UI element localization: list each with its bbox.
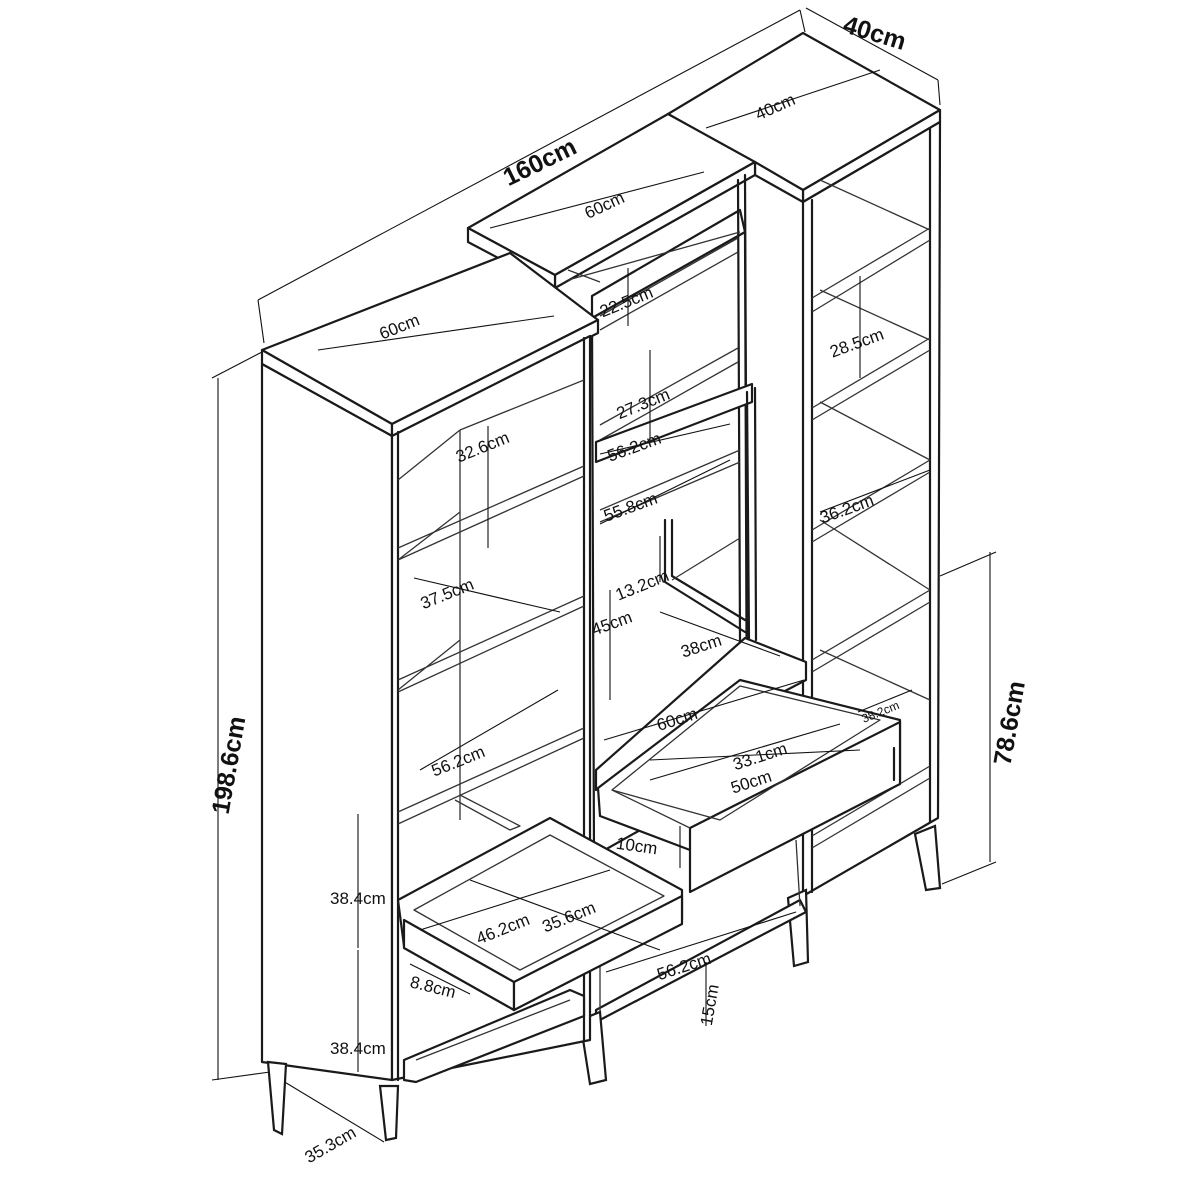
left-drawer-upper-label: 38.4cm bbox=[330, 889, 386, 908]
left-shelf-unit bbox=[260, 251, 684, 1142]
total-depth-label: 40cm bbox=[840, 11, 909, 56]
total-height-label: 198.6cm bbox=[207, 714, 252, 816]
middle-shelf-unit bbox=[466, 112, 902, 1086]
leg-depth-label: 35.3cm bbox=[302, 1123, 360, 1167]
middle-drawer-height-label: 10cm bbox=[615, 834, 659, 859]
side-unit-height-label: 78.6cm bbox=[989, 679, 1031, 767]
overall-dimension-lines bbox=[211, 7, 997, 1143]
internal-dimension-lines bbox=[317, 69, 931, 1072]
left-drawer-lower-label: 38.4cm bbox=[330, 1039, 386, 1058]
middle-leg-height-label: 15cm bbox=[697, 983, 723, 1027]
